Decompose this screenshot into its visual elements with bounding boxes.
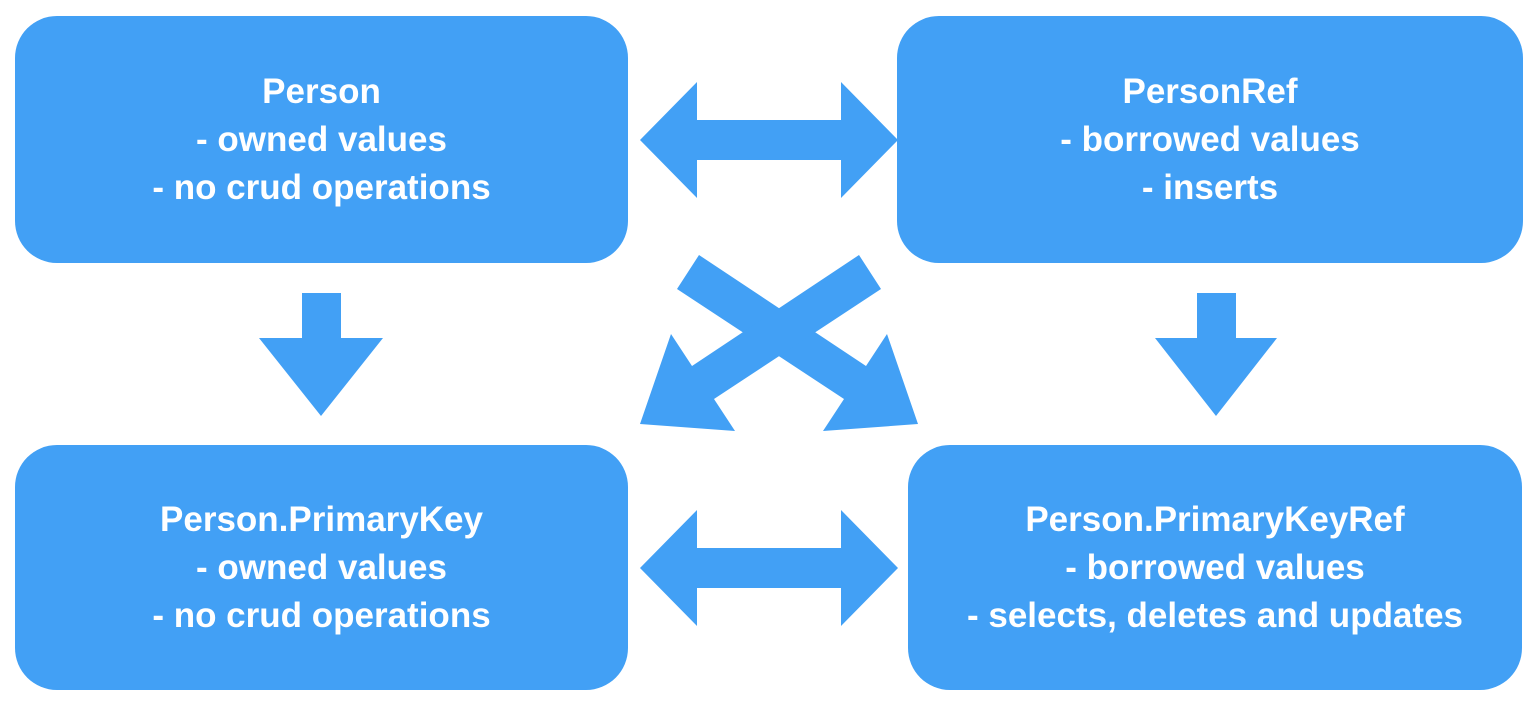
double-arrow-bottom-icon [640, 510, 898, 626]
node-person-primary-key-ref: Person.PrimaryKeyRef - borrowed values -… [908, 445, 1522, 690]
node-title: Person.PrimaryKeyRef [1025, 499, 1405, 539]
node-bullet: - no crud operations [152, 595, 491, 635]
node-bullet: - owned values [196, 547, 447, 587]
node-person-primary-key: Person.PrimaryKey - owned values - no cr… [15, 445, 628, 690]
node-bullet: - selects, deletes and updates [966, 595, 1463, 635]
node-bullet: - no crud operations [152, 167, 491, 207]
node-bullet: - borrowed values [1060, 119, 1360, 159]
cross-arrow-down-left-icon [640, 255, 881, 431]
node-person-ref: PersonRef - borrowed values - inserts [897, 16, 1523, 263]
node-title: Person.PrimaryKey [160, 499, 483, 539]
down-arrow-right-icon [1155, 293, 1277, 416]
down-arrow-left-icon [259, 293, 383, 416]
double-arrow-top-icon [640, 82, 898, 198]
node-person: Person - owned values - no crud operatio… [15, 16, 628, 263]
node-bullet: - inserts [1141, 167, 1279, 207]
node-bullet: - borrowed values [1065, 547, 1365, 587]
node-title: Person [262, 71, 381, 111]
node-bullet: - owned values [196, 119, 447, 159]
node-title: PersonRef [1122, 71, 1298, 111]
